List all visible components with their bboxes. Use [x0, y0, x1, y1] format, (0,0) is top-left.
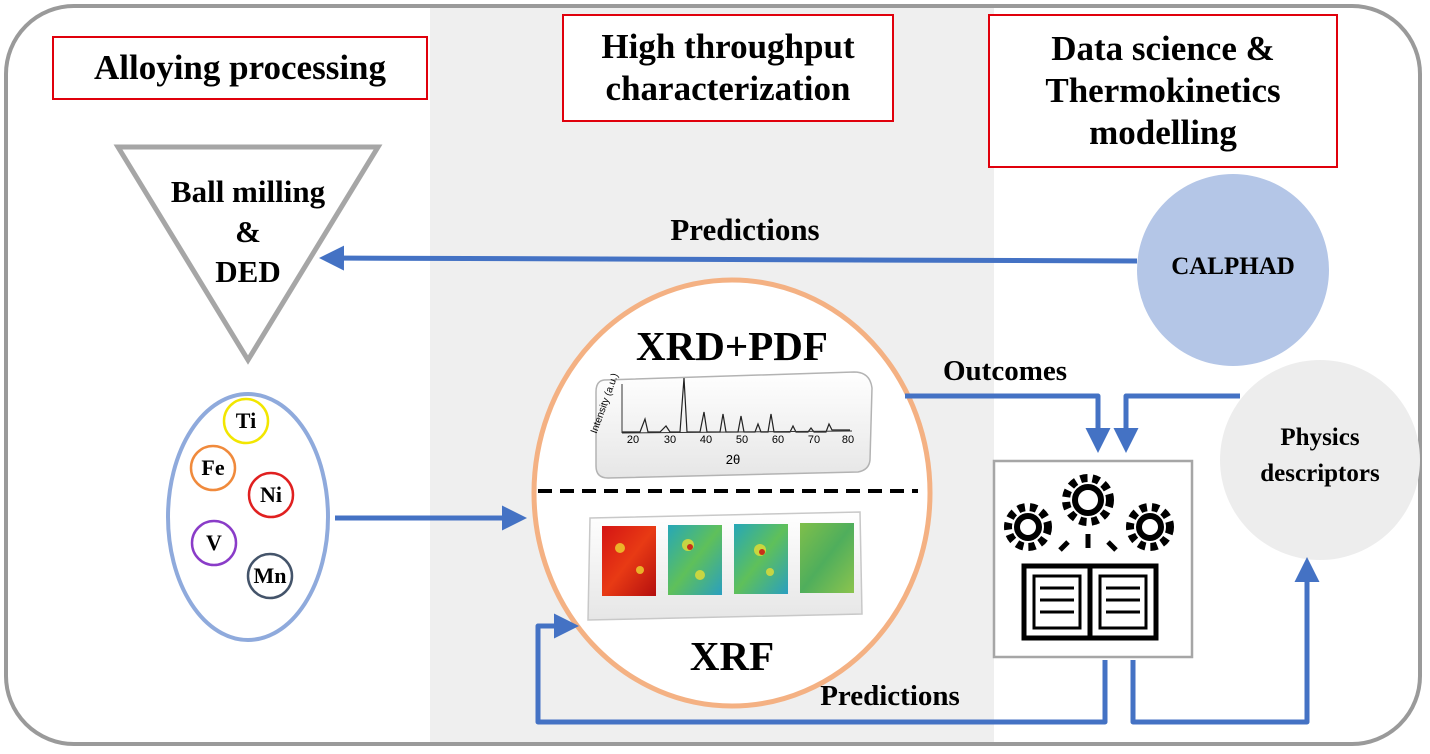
- xrd-tick-20: 20: [626, 434, 640, 446]
- element-v-circle: [190, 519, 238, 567]
- xrd-tick-70: 70: [807, 434, 821, 446]
- xrf-map-3: [734, 524, 788, 594]
- process-label-line3: DED: [215, 254, 281, 289]
- element-mn-circle: [246, 552, 294, 600]
- data-science-title-line1: Data science &: [1051, 29, 1275, 68]
- xrd-x-axis-label: 2θ: [725, 452, 741, 467]
- element-v-label: V: [206, 530, 222, 555]
- xrf-map-4: [800, 523, 854, 593]
- characterization-title-line2: characterization: [605, 69, 851, 108]
- element-ti-circle: [222, 397, 270, 445]
- element-mn-label: Mn: [253, 563, 287, 588]
- characterization-title-line1: High throughput: [601, 27, 855, 66]
- xrf-map-1: [602, 526, 656, 596]
- model-to-physics-arrow: [1130, 557, 1320, 725]
- book-icon: [1021, 563, 1159, 641]
- predictions-top-label: Predictions: [670, 212, 820, 247]
- xrd-pdf-label: XRD+PDF: [636, 323, 828, 369]
- physics-to-model-arrow: [1113, 393, 1240, 453]
- characterization-header: High throughput characterization: [562, 14, 894, 122]
- process-label: Ball milling & DED: [148, 172, 348, 292]
- element-fe-circle: [189, 444, 237, 492]
- element-fe-label: Fe: [201, 455, 225, 480]
- predictions-arrow-bottom: [535, 613, 1108, 725]
- ml-model-box: [992, 459, 1194, 659]
- xrd-pattern-plate: [595, 371, 873, 479]
- physics-label-line1: Physics: [1280, 424, 1360, 451]
- element-circles: [189, 397, 295, 600]
- data-science-header: Data science & Thermokinetics modelling: [988, 14, 1338, 168]
- alloying-processing-header: Alloying processing: [52, 36, 428, 100]
- xrd-tick-30: 30: [663, 434, 677, 446]
- data-science-title-line3: modelling: [1089, 113, 1237, 152]
- gears-icon: [1004, 474, 1174, 552]
- predictions-bottom-label: Predictions: [820, 680, 960, 712]
- physics-descriptors-label: Physics descriptors: [1230, 420, 1410, 492]
- element-ni-label: Ni: [260, 482, 282, 507]
- process-triangle: [113, 144, 383, 365]
- calphad-label: CALPHAD: [1171, 253, 1295, 280]
- xrd-tick-50: 50: [735, 434, 749, 446]
- process-label-line1: Ball milling: [170, 174, 326, 209]
- alloying-processing-title: Alloying processing: [93, 48, 387, 87]
- xrd-tick-80: 80: [841, 434, 855, 446]
- calphad-circle: [1137, 174, 1329, 366]
- outcomes-label: Outcomes: [942, 355, 1068, 387]
- data-science-title-line2: Thermokinetics: [1045, 71, 1281, 110]
- physics-descriptors-circle: [1220, 360, 1420, 560]
- outcomes-arrow: [905, 393, 1111, 453]
- predictions-arrow-top: [319, 245, 1138, 271]
- xrd-tick-40: 40: [699, 434, 713, 446]
- xrf-maps-plate: [587, 511, 863, 621]
- element-ti-label: Ti: [235, 408, 257, 433]
- xrd-spectrum-line: [622, 377, 850, 433]
- process-label-line2: &: [235, 214, 261, 249]
- xrf-map-2: [668, 525, 722, 595]
- xrd-tick-60: 60: [771, 434, 785, 446]
- physics-label-line2: descriptors: [1260, 460, 1380, 487]
- xrf-label: XRF: [689, 633, 775, 679]
- element-ni-circle: [247, 471, 295, 519]
